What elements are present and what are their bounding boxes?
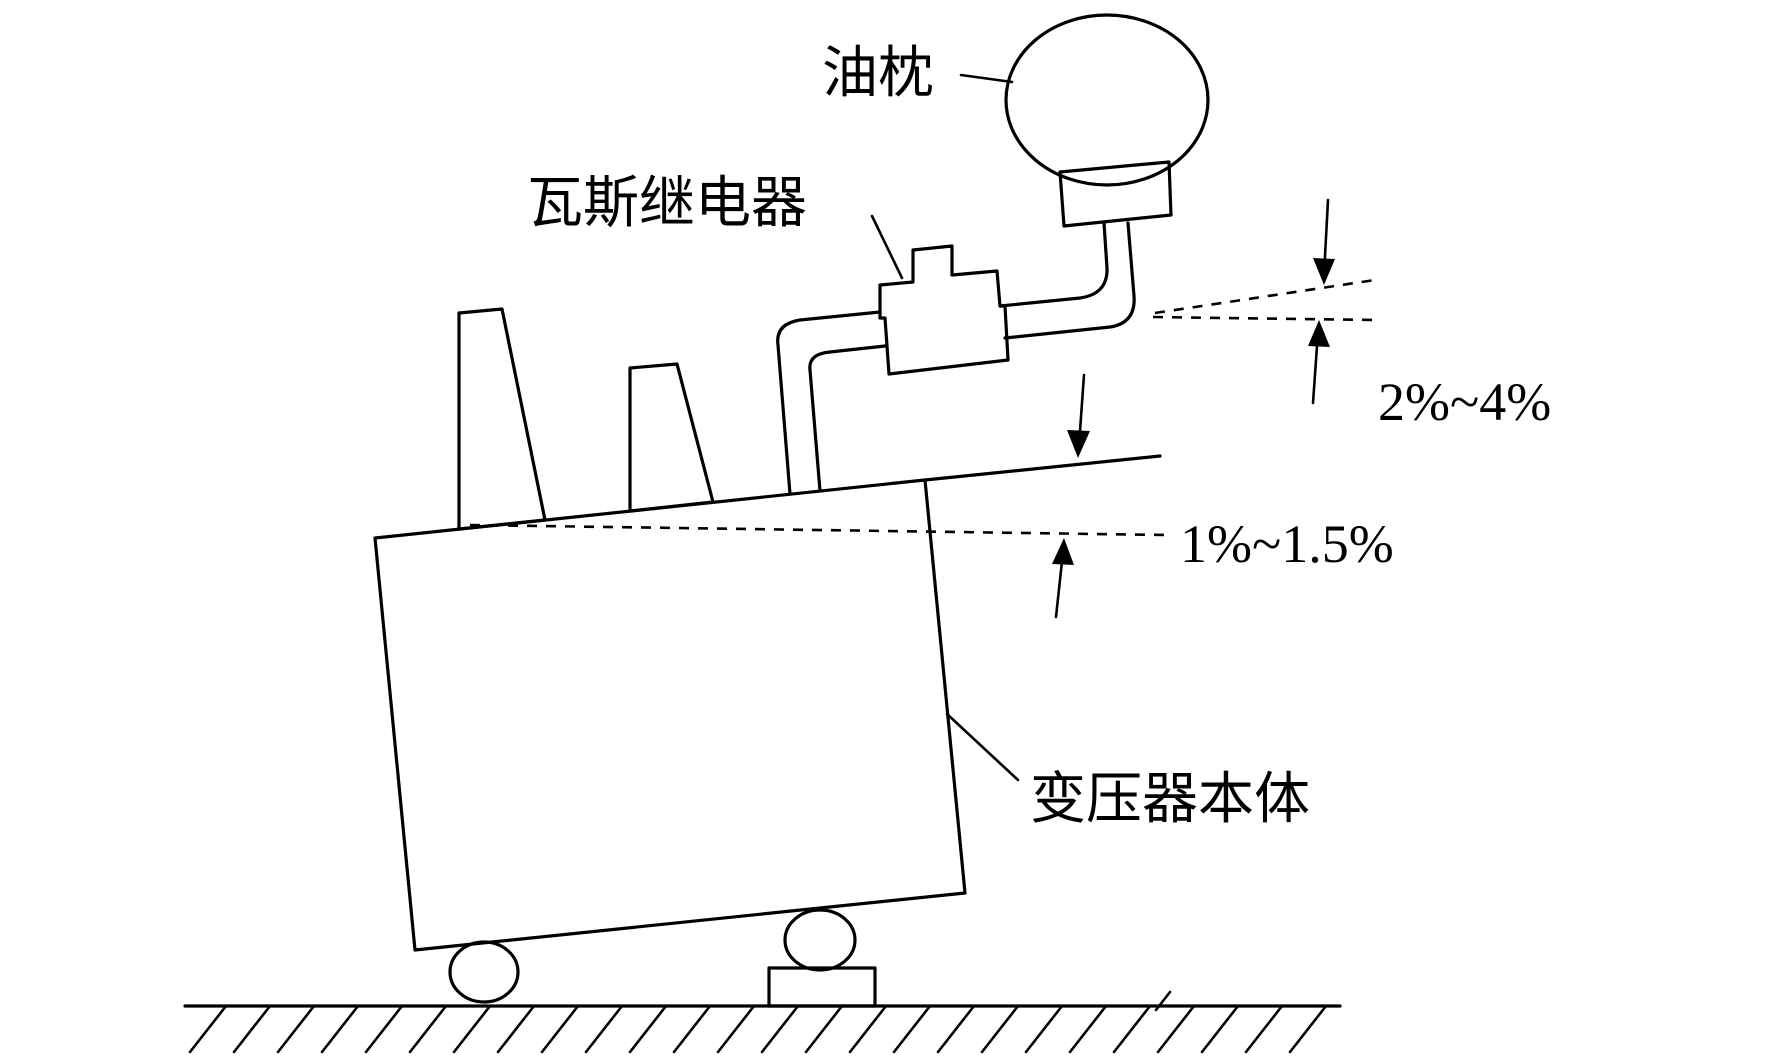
ground-end-tick	[1154, 990, 1172, 1012]
pipe-body-to-relay-outer	[776, 310, 882, 496]
ground-hatch-stroke	[1156, 1004, 1196, 1054]
cover-horizontal-reference	[469, 523, 1166, 537]
support-block	[767, 966, 877, 1008]
pipe-upper-reference	[1154, 278, 1376, 315]
ground-hatch-stroke	[1024, 1004, 1064, 1054]
ground-hatch-stroke	[672, 1004, 712, 1054]
pipe-relay-to-conservator-upper	[998, 221, 1109, 308]
pipe-slope-arrows	[1308, 198, 1335, 405]
ground-hatch-stroke	[496, 1004, 536, 1054]
bushing-short	[628, 362, 715, 513]
pipe-relay-to-conservator-lower	[1003, 221, 1136, 340]
ground-hatch-stroke	[364, 1004, 404, 1054]
pipe-arrow-up-head	[1308, 320, 1330, 347]
gas-relay-leader	[870, 214, 904, 280]
left-roller	[448, 940, 520, 1004]
ground	[183, 990, 1342, 1054]
ground-hatch-stroke	[1244, 1004, 1284, 1054]
gas-relay-label: 瓦斯继电器	[527, 171, 807, 236]
cover-slope-arrows	[1052, 373, 1090, 619]
ground-hatch-stroke	[1200, 1004, 1240, 1054]
cover-slope-label: 1%~1.5%	[1180, 514, 1394, 574]
right-roller	[783, 908, 857, 972]
ground-hatch-stroke	[892, 1004, 932, 1054]
ground-hatch-stroke	[320, 1004, 360, 1054]
conservator-leader	[959, 73, 1014, 84]
ground-hatch-stroke	[980, 1004, 1020, 1054]
transformer-body-outline	[373, 478, 967, 952]
body-leader	[945, 712, 1020, 782]
ground-hatch-stroke	[188, 1004, 228, 1054]
ground-hatching	[188, 990, 1328, 1054]
ground-hatch-stroke	[276, 1004, 316, 1054]
ground-hatch-stroke	[232, 1004, 272, 1054]
pipe-lower-reference	[1152, 315, 1376, 322]
ground-hatch-stroke	[848, 1004, 888, 1054]
ground-hatch-stroke	[452, 1004, 492, 1054]
ground-hatch-stroke	[716, 1004, 756, 1054]
ground-hatch-stroke	[584, 1004, 624, 1054]
cover-arrow-down-head	[1067, 430, 1090, 458]
pipe-slope-label: 2%~4%	[1378, 372, 1551, 432]
bushing-tall	[457, 307, 547, 531]
conservator-tank	[1004, 13, 1210, 187]
ground-hatch-stroke	[804, 1004, 844, 1054]
conservator-label: 油枕	[822, 41, 934, 106]
ground-hatch-stroke	[936, 1004, 976, 1054]
ground-hatch-stroke	[760, 1004, 800, 1054]
gas-relay-body	[878, 244, 1010, 376]
ground-hatch-stroke	[1112, 1004, 1152, 1054]
pipe-body-to-relay-inner	[808, 344, 887, 493]
transformer-body-label: 变压器本体	[1030, 767, 1310, 832]
ground-hatch-stroke	[1068, 1004, 1108, 1054]
ground-hatch-stroke	[408, 1004, 448, 1054]
ground-hatch-stroke	[628, 1004, 668, 1054]
cover-arrow-up-head	[1052, 538, 1074, 565]
cover-slope-line	[923, 454, 1162, 482]
pipe-arrow-down-head	[1313, 258, 1335, 285]
conservator-base	[1058, 160, 1173, 228]
ground-hatch-stroke	[540, 1004, 580, 1054]
ground-hatch-stroke	[1288, 1004, 1328, 1054]
